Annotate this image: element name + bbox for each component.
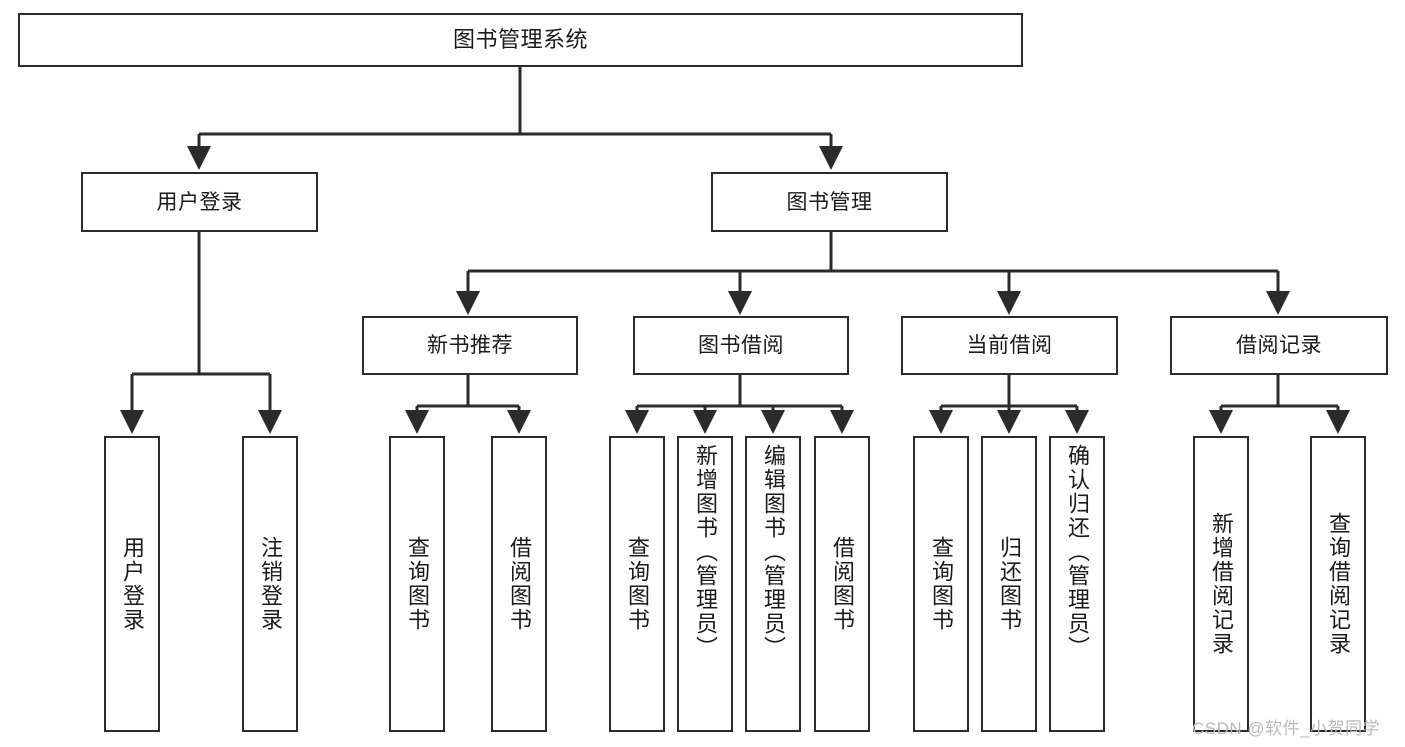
- node-user-login[interactable]: 用户登录: [81, 172, 318, 232]
- node-label: 编辑图书（管理员）: [760, 444, 786, 660]
- leaf-confirm-return-admin[interactable]: 确认归还（管理员）: [1049, 436, 1105, 732]
- leaf-add-book-admin[interactable]: 新增图书（管理员）: [677, 436, 733, 732]
- node-book-borrow[interactable]: 图书借阅: [633, 316, 849, 375]
- csdn-watermark: CSDN @软件_小贺同学: [1192, 719, 1381, 738]
- node-label: 查询图书: [404, 536, 430, 632]
- node-label: 图书借阅: [698, 334, 784, 357]
- node-label: 图书管理: [786, 190, 873, 214]
- node-new-book-recommend[interactable]: 新书推荐: [362, 316, 578, 375]
- node-label: 新增图书（管理员）: [692, 444, 718, 660]
- node-label: 用户登录: [119, 536, 145, 632]
- leaf-query-book-current[interactable]: 查询图书: [913, 436, 969, 732]
- leaf-query-book-recommend[interactable]: 查询图书: [389, 436, 445, 732]
- leaf-return-book[interactable]: 归还图书: [981, 436, 1037, 732]
- leaf-borrow-book-borrow[interactable]: 借阅图书: [814, 436, 870, 732]
- node-label: 当前借阅: [966, 334, 1053, 357]
- leaf-query-book-borrow[interactable]: 查询图书: [609, 436, 665, 732]
- leaf-query-borrow-record[interactable]: 查询借阅记录: [1310, 436, 1366, 732]
- node-label: 新书推荐: [427, 334, 513, 357]
- node-label: 用户登录: [156, 190, 243, 214]
- leaf-add-borrow-record[interactable]: 新增借阅记录: [1193, 436, 1249, 732]
- node-current-borrow[interactable]: 当前借阅: [901, 316, 1118, 375]
- node-label: 借阅记录: [1236, 334, 1322, 357]
- node-label: 借阅图书: [506, 536, 532, 632]
- leaf-user-login[interactable]: 用户登录: [104, 436, 160, 732]
- node-label: 查询图书: [624, 536, 650, 632]
- node-borrow-record[interactable]: 借阅记录: [1170, 316, 1388, 375]
- node-label: 注销登录: [257, 536, 283, 632]
- node-root-book-management-system[interactable]: 图书管理系统: [18, 13, 1023, 67]
- node-label: 借阅图书: [829, 536, 855, 632]
- leaf-borrow-book-recommend[interactable]: 借阅图书: [491, 436, 547, 732]
- node-label: 图书管理系统: [452, 27, 588, 52]
- node-label: 查询借阅记录: [1325, 512, 1351, 656]
- node-label: 新增借阅记录: [1208, 512, 1234, 656]
- node-book-management[interactable]: 图书管理: [711, 172, 948, 232]
- leaf-edit-book-admin[interactable]: 编辑图书（管理员）: [745, 436, 801, 732]
- leaf-logout-login[interactable]: 注销登录: [242, 436, 298, 732]
- node-label: 查询图书: [928, 536, 954, 632]
- node-label: 确认归还（管理员）: [1064, 444, 1090, 660]
- node-label: 归还图书: [996, 536, 1022, 632]
